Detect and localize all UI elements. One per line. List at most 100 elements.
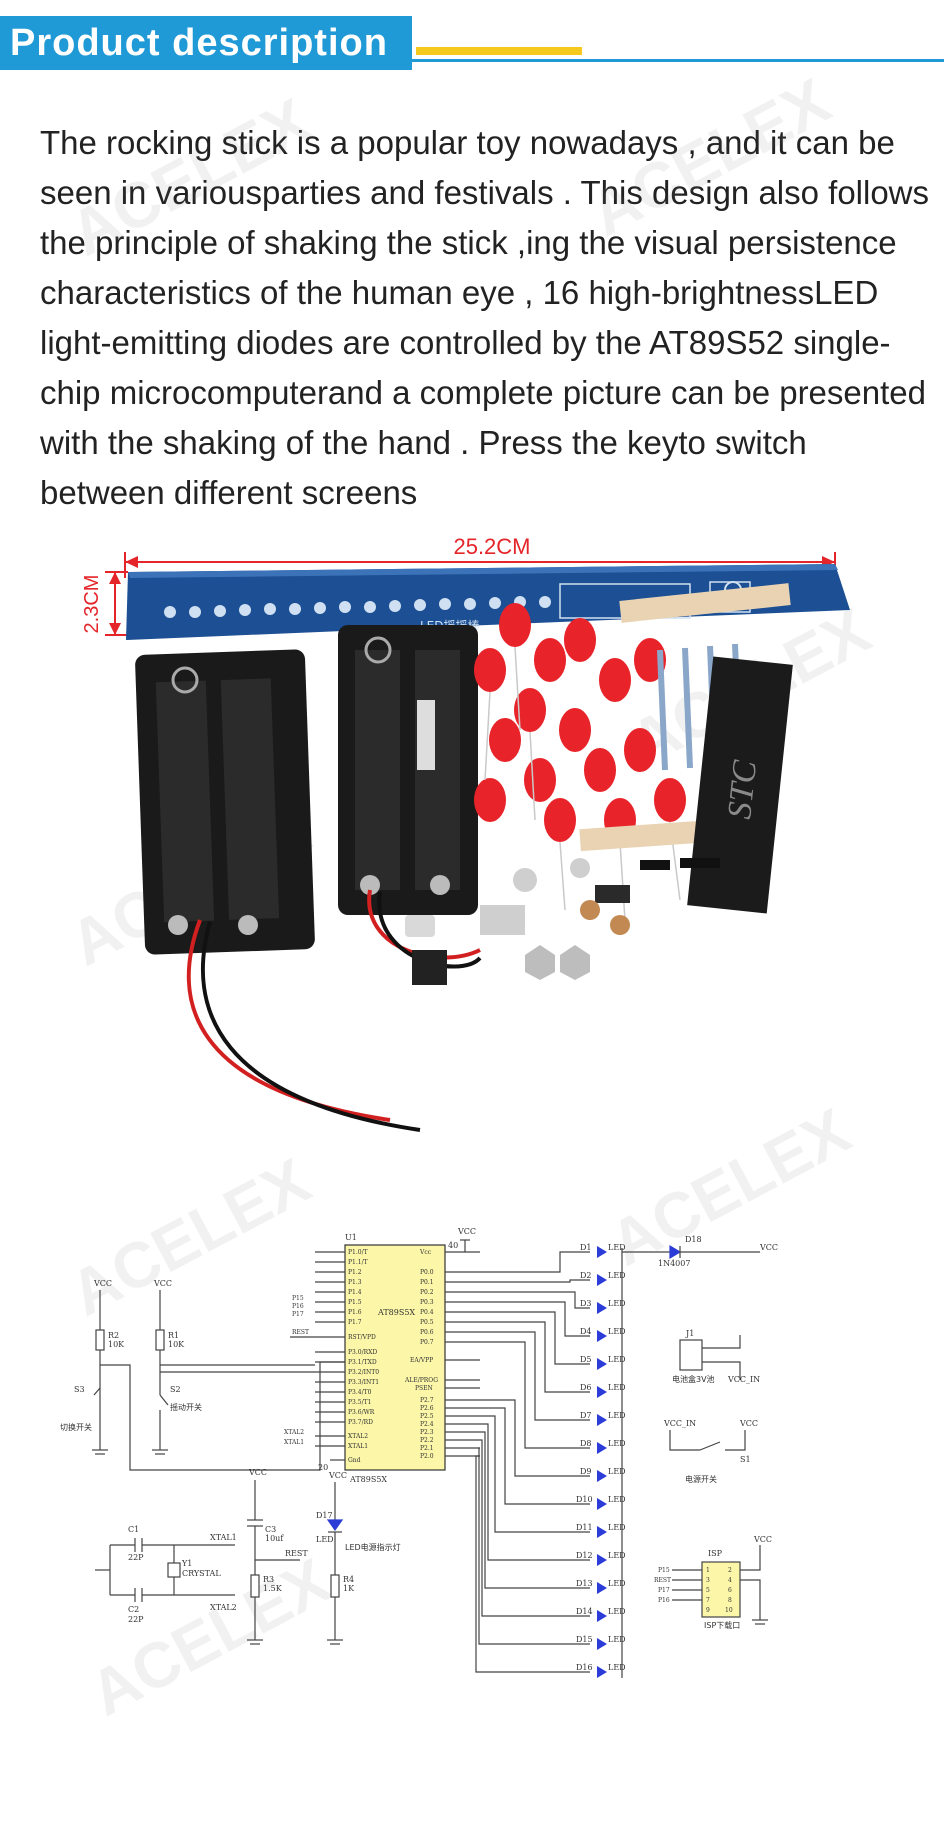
- svg-text:J1: J1: [685, 1329, 694, 1338]
- svg-text:P1.5: P1.5: [348, 1299, 362, 1306]
- svg-text:P2.7: P2.7: [420, 1397, 434, 1404]
- svg-text:D13: D13: [576, 1579, 593, 1588]
- svg-text:D10: D10: [576, 1495, 593, 1504]
- svg-text:D4: D4: [580, 1327, 592, 1336]
- svg-text:LED: LED: [608, 1299, 626, 1308]
- svg-text:1N4007: 1N4007: [658, 1259, 690, 1268]
- product-description-text: The rocking stick is a popular toy nowad…: [40, 124, 930, 511]
- svg-text:LED: LED: [608, 1355, 626, 1364]
- svg-text:P3.7/RD: P3.7/RD: [348, 1419, 373, 1426]
- svg-text:P17: P17: [658, 1587, 670, 1594]
- svg-text:ISP下载口: ISP下载口: [704, 1620, 740, 1630]
- svg-text:P0.2: P0.2: [420, 1289, 434, 1296]
- svg-text:CRYSTAL: CRYSTAL: [182, 1569, 221, 1578]
- svg-text:XTAL2: XTAL2: [348, 1433, 368, 1440]
- svg-text:XTAL2: XTAL2: [284, 1429, 304, 1436]
- svg-text:D16: D16: [576, 1663, 593, 1672]
- svg-text:7: 7: [706, 1597, 710, 1604]
- svg-text:P15: P15: [292, 1295, 304, 1302]
- svg-text:1K: 1K: [343, 1584, 355, 1593]
- svg-text:P2.6: P2.6: [420, 1405, 434, 1412]
- svg-text:D8: D8: [580, 1439, 592, 1448]
- svg-text:P1.6: P1.6: [348, 1309, 362, 1316]
- battery-holder: [135, 649, 315, 955]
- svg-text:VCC_IN: VCC_IN: [663, 1419, 696, 1428]
- board-height-label: 2.3CM: [81, 575, 103, 634]
- svg-text:REST: REST: [292, 1329, 309, 1336]
- svg-text:VCC: VCC: [739, 1419, 758, 1428]
- svg-text:P0.0: P0.0: [420, 1269, 434, 1276]
- svg-text:5: 5: [706, 1587, 710, 1594]
- svg-text:REST: REST: [654, 1577, 671, 1584]
- svg-text:P1.2: P1.2: [348, 1269, 362, 1276]
- misc-components: [405, 858, 720, 985]
- mcu-chip: STC: [687, 656, 793, 914]
- header-accent-bar: [416, 47, 582, 55]
- svg-text:1.5K: 1.5K: [263, 1584, 283, 1593]
- svg-text:P3.6/WR: P3.6/WR: [348, 1409, 375, 1416]
- svg-text:ISP: ISP: [708, 1549, 723, 1558]
- svg-text:P2.3: P2.3: [420, 1429, 434, 1436]
- svg-text:VCC: VCC: [153, 1279, 172, 1288]
- svg-text:U1: U1: [345, 1233, 357, 1242]
- svg-text:P3.0/RXD: P3.0/RXD: [348, 1349, 377, 1356]
- svg-text:LED电源指示灯: LED电源指示灯: [345, 1542, 401, 1552]
- svg-text:VCC: VCC: [93, 1279, 112, 1288]
- svg-text:S1: S1: [740, 1455, 751, 1464]
- svg-text:PSEN: PSEN: [415, 1385, 433, 1392]
- pcb-board: LED摇摇棒: [126, 564, 850, 640]
- svg-text:P3.4/T0: P3.4/T0: [348, 1389, 372, 1396]
- circuit-schematic: U1 AT89S5X AT89S5X VCC 40 20 P1.0/T P1.1…: [60, 1227, 778, 1678]
- svg-text:LED: LED: [608, 1635, 626, 1644]
- svg-text:3: 3: [706, 1577, 710, 1584]
- svg-text:8: 8: [728, 1597, 732, 1604]
- board-width-label: 25.2CM: [453, 534, 530, 559]
- header-underline: [412, 59, 944, 62]
- svg-text:P15: P15: [658, 1567, 670, 1574]
- svg-text:VCC: VCC: [328, 1471, 347, 1480]
- svg-text:LED: LED: [608, 1579, 626, 1588]
- svg-text:P1.0/T: P1.0/T: [348, 1249, 368, 1256]
- svg-text:R2: R2: [108, 1331, 119, 1340]
- svg-text:摇动开关: 摇动开关: [170, 1402, 202, 1412]
- svg-text:4: 4: [728, 1577, 732, 1584]
- svg-text:P0.4: P0.4: [420, 1309, 434, 1316]
- svg-text:P0.5: P0.5: [420, 1319, 434, 1326]
- svg-text:P16: P16: [292, 1303, 304, 1310]
- svg-text:R1: R1: [168, 1331, 179, 1340]
- svg-text:D1: D1: [580, 1243, 592, 1252]
- svg-text:LED: LED: [608, 1523, 626, 1532]
- svg-text:VCC: VCC: [457, 1227, 476, 1236]
- svg-text:R4: R4: [343, 1575, 354, 1584]
- battery-holder: [338, 625, 478, 915]
- svg-text:P0.6: P0.6: [420, 1329, 434, 1336]
- svg-text:P0.7: P0.7: [420, 1339, 434, 1346]
- svg-text:LED: LED: [608, 1607, 626, 1616]
- svg-text:P1.4: P1.4: [348, 1289, 362, 1296]
- svg-text:P3.3/INT1: P3.3/INT1: [348, 1379, 379, 1386]
- svg-text:22P: 22P: [128, 1615, 144, 1624]
- mcu-symbol: [344, 1244, 446, 1471]
- svg-text:P3.1/TXD: P3.1/TXD: [348, 1359, 377, 1366]
- svg-text:VCC: VCC: [759, 1243, 778, 1252]
- svg-text:P16: P16: [658, 1597, 670, 1604]
- svg-text:LED: LED: [608, 1439, 626, 1448]
- svg-text:S2: S2: [170, 1385, 181, 1394]
- svg-text:C1: C1: [128, 1525, 139, 1534]
- svg-text:LED: LED: [608, 1327, 626, 1336]
- svg-text:10K: 10K: [168, 1340, 185, 1349]
- chip-label: STC: [721, 758, 764, 820]
- svg-text:P2.2: P2.2: [420, 1437, 434, 1444]
- svg-text:EA/VPP: EA/VPP: [410, 1357, 433, 1364]
- svg-text:D9: D9: [580, 1467, 592, 1476]
- svg-text:P3.2/INT0: P3.2/INT0: [348, 1369, 379, 1376]
- svg-text:D17: D17: [316, 1511, 333, 1520]
- svg-text:P2.4: P2.4: [420, 1421, 434, 1428]
- svg-text:XTAL1: XTAL1: [210, 1533, 237, 1542]
- svg-text:D15: D15: [576, 1635, 593, 1644]
- product-photo: 25.2CM 2.3CM LED摇摇棒: [81, 534, 850, 1132]
- svg-text:P17: P17: [292, 1311, 304, 1318]
- svg-text:XTAL1: XTAL1: [348, 1443, 368, 1450]
- svg-text:VCC: VCC: [248, 1468, 267, 1477]
- svg-text:Y1: Y1: [181, 1559, 192, 1568]
